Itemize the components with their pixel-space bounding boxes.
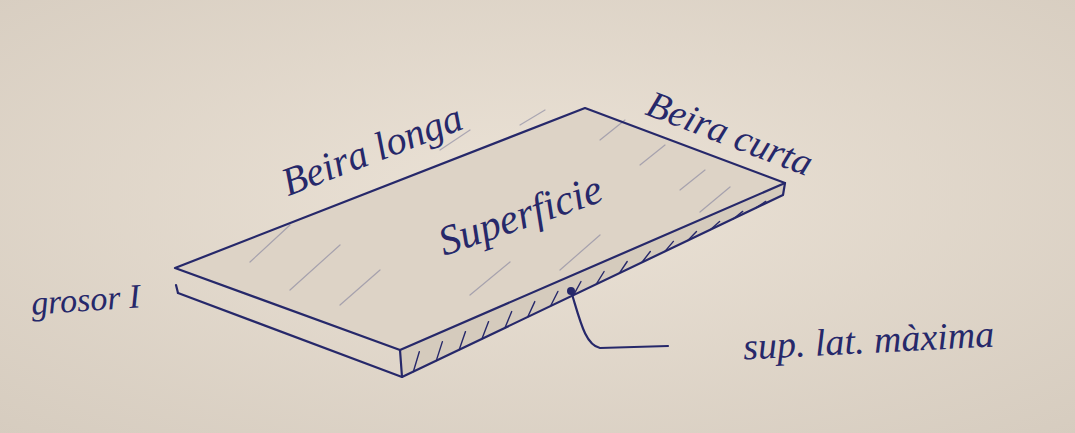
surface-hatching — [250, 110, 730, 305]
board-outline — [175, 108, 785, 377]
leader-line — [571, 291, 668, 348]
thickness-label: grosor I — [29, 279, 140, 321]
